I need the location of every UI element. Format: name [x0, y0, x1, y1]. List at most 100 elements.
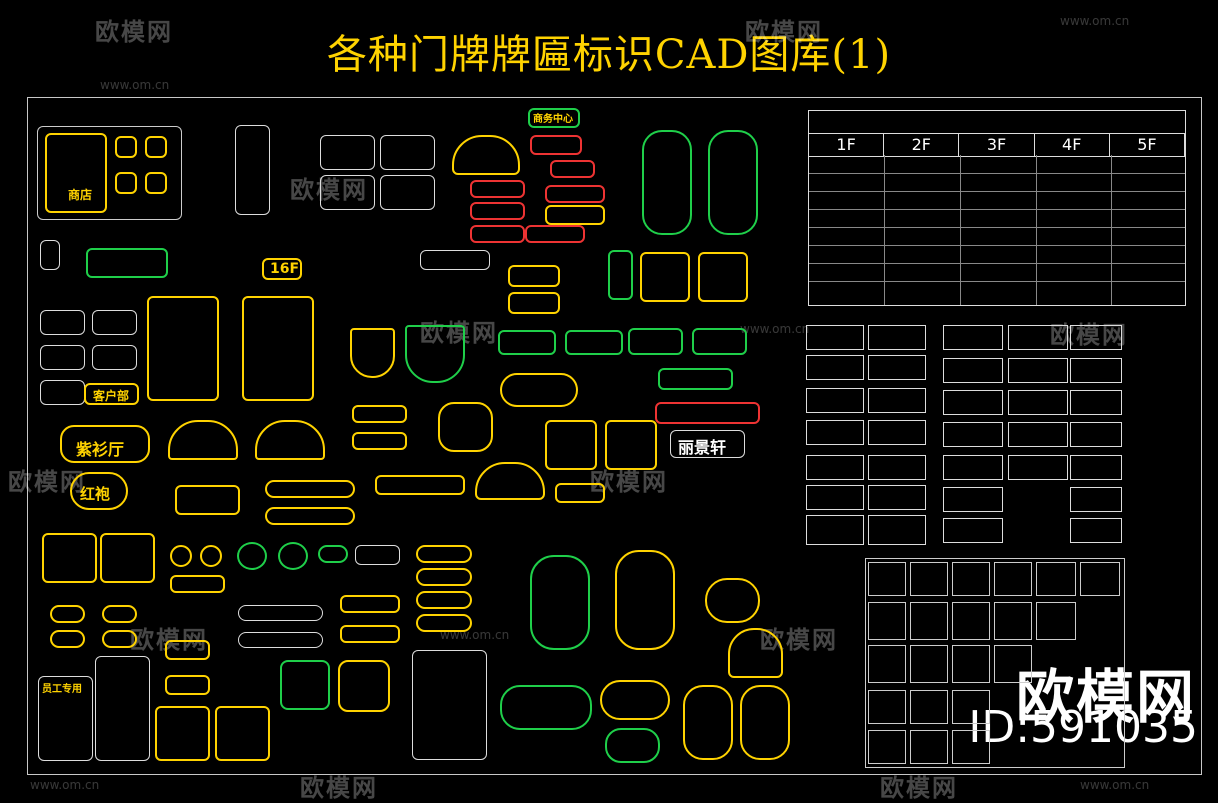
- pictogram-icon: [868, 690, 906, 724]
- sign-board: [605, 420, 657, 470]
- watermark-brand: 欧模网: [880, 774, 958, 802]
- door-plate: [868, 455, 926, 480]
- pictogram-icon: [910, 602, 948, 640]
- door-plate: [943, 455, 1003, 480]
- page-title: 各种门牌牌匾标识CAD图库(1): [326, 32, 892, 78]
- sign-label-16f: 16F: [270, 261, 300, 277]
- pictogram-icon: [910, 645, 948, 683]
- sign-board: [238, 605, 323, 621]
- sign-board: [565, 330, 623, 355]
- pictogram-icon: [994, 562, 1032, 596]
- pictogram-icon: [868, 645, 906, 683]
- floor-header: 5F: [1110, 134, 1186, 156]
- pictogram-icon: [1036, 562, 1076, 596]
- door-plate: [1008, 358, 1068, 383]
- sign-board: [318, 545, 348, 563]
- pictogram-icon: [952, 602, 990, 640]
- sign-board: [698, 252, 748, 302]
- table-divider: [960, 155, 961, 305]
- watermark-brand: 欧模网: [95, 18, 173, 46]
- sign-board: [355, 545, 400, 565]
- sign-board: [40, 380, 85, 405]
- sign-board: [84, 383, 139, 405]
- sign-board: [600, 680, 670, 720]
- watermark-url: www.om.cn: [740, 322, 810, 336]
- sign-board: [147, 296, 219, 401]
- sign-board: [280, 660, 330, 710]
- sign-board: [740, 685, 790, 760]
- table-divider: [1111, 155, 1112, 305]
- sign-board: [380, 135, 435, 170]
- door-plate: [1070, 518, 1122, 543]
- sign-board: [545, 205, 605, 225]
- pictogram-icon: [910, 690, 948, 724]
- sign-board: [642, 130, 692, 235]
- sign-board: [265, 507, 355, 525]
- table-divider: [809, 263, 1185, 264]
- pictogram-icon: [910, 730, 948, 764]
- watermark-url: www.om.cn: [100, 78, 170, 92]
- sign-board: [170, 575, 225, 593]
- pictogram-icon: [868, 562, 906, 596]
- sign-board: [615, 550, 675, 650]
- sign-board: [412, 650, 487, 760]
- sign-board: [545, 185, 605, 203]
- table-divider: [809, 209, 1185, 210]
- door-plate: [943, 358, 1003, 383]
- sign-board: [375, 475, 465, 495]
- sign-board: [628, 328, 683, 355]
- sign-board: [416, 568, 472, 586]
- sign-board: [340, 625, 400, 643]
- sign-board: [265, 480, 355, 498]
- floor-header: 2F: [884, 134, 960, 156]
- door-plate: [943, 518, 1003, 543]
- door-plate: [868, 355, 926, 380]
- table-divider: [809, 227, 1185, 228]
- sign-board: [200, 545, 222, 567]
- sign-board: [692, 328, 747, 355]
- door-plate: [868, 325, 926, 350]
- table-divider: [809, 173, 1185, 174]
- floor-header: 1F: [809, 134, 885, 156]
- sign-board: [352, 405, 407, 423]
- sign-board: [70, 472, 128, 510]
- sign-board: [708, 130, 758, 235]
- door-plate: [868, 485, 926, 510]
- pictogram-icon: [994, 602, 1032, 640]
- sign-icon: [145, 172, 167, 194]
- pictogram-icon: [952, 690, 990, 724]
- sign-board: [416, 614, 472, 632]
- pictogram-icon: [868, 602, 906, 640]
- door-plate: [1008, 390, 1068, 415]
- door-plate: [1070, 325, 1122, 350]
- door-plate: [943, 487, 1003, 512]
- door-plate: [1070, 390, 1122, 415]
- sign-board: [683, 685, 733, 760]
- watermark-id: ID:591035: [968, 702, 1198, 753]
- floor-header: 3F: [959, 134, 1035, 156]
- sign-board: [555, 483, 605, 503]
- pictogram-icon: [868, 730, 906, 764]
- sign-board: [100, 533, 155, 583]
- sign-board: [658, 368, 733, 390]
- door-plate: [806, 388, 864, 413]
- sign-label-service-center: 商务中心: [533, 114, 573, 125]
- sign-label-hongpao: 红袍: [80, 485, 111, 503]
- door-plate: [806, 420, 864, 445]
- sign-board: [340, 595, 400, 613]
- door-plate: [943, 422, 1003, 447]
- accessible-icon: [145, 136, 167, 158]
- sign-board: [508, 292, 560, 314]
- door-plate: [943, 325, 1003, 350]
- door-plate: [806, 485, 864, 510]
- sign-board: [420, 250, 490, 270]
- table-divider: [884, 155, 885, 305]
- sign-board: [508, 265, 560, 287]
- sign-board: [705, 578, 760, 623]
- sign-board: [338, 660, 390, 712]
- sign-board: [350, 328, 395, 378]
- sign-board: [165, 675, 210, 695]
- door-plate: [1070, 422, 1122, 447]
- sign-board: [470, 180, 525, 198]
- floor-header: 4F: [1035, 134, 1110, 156]
